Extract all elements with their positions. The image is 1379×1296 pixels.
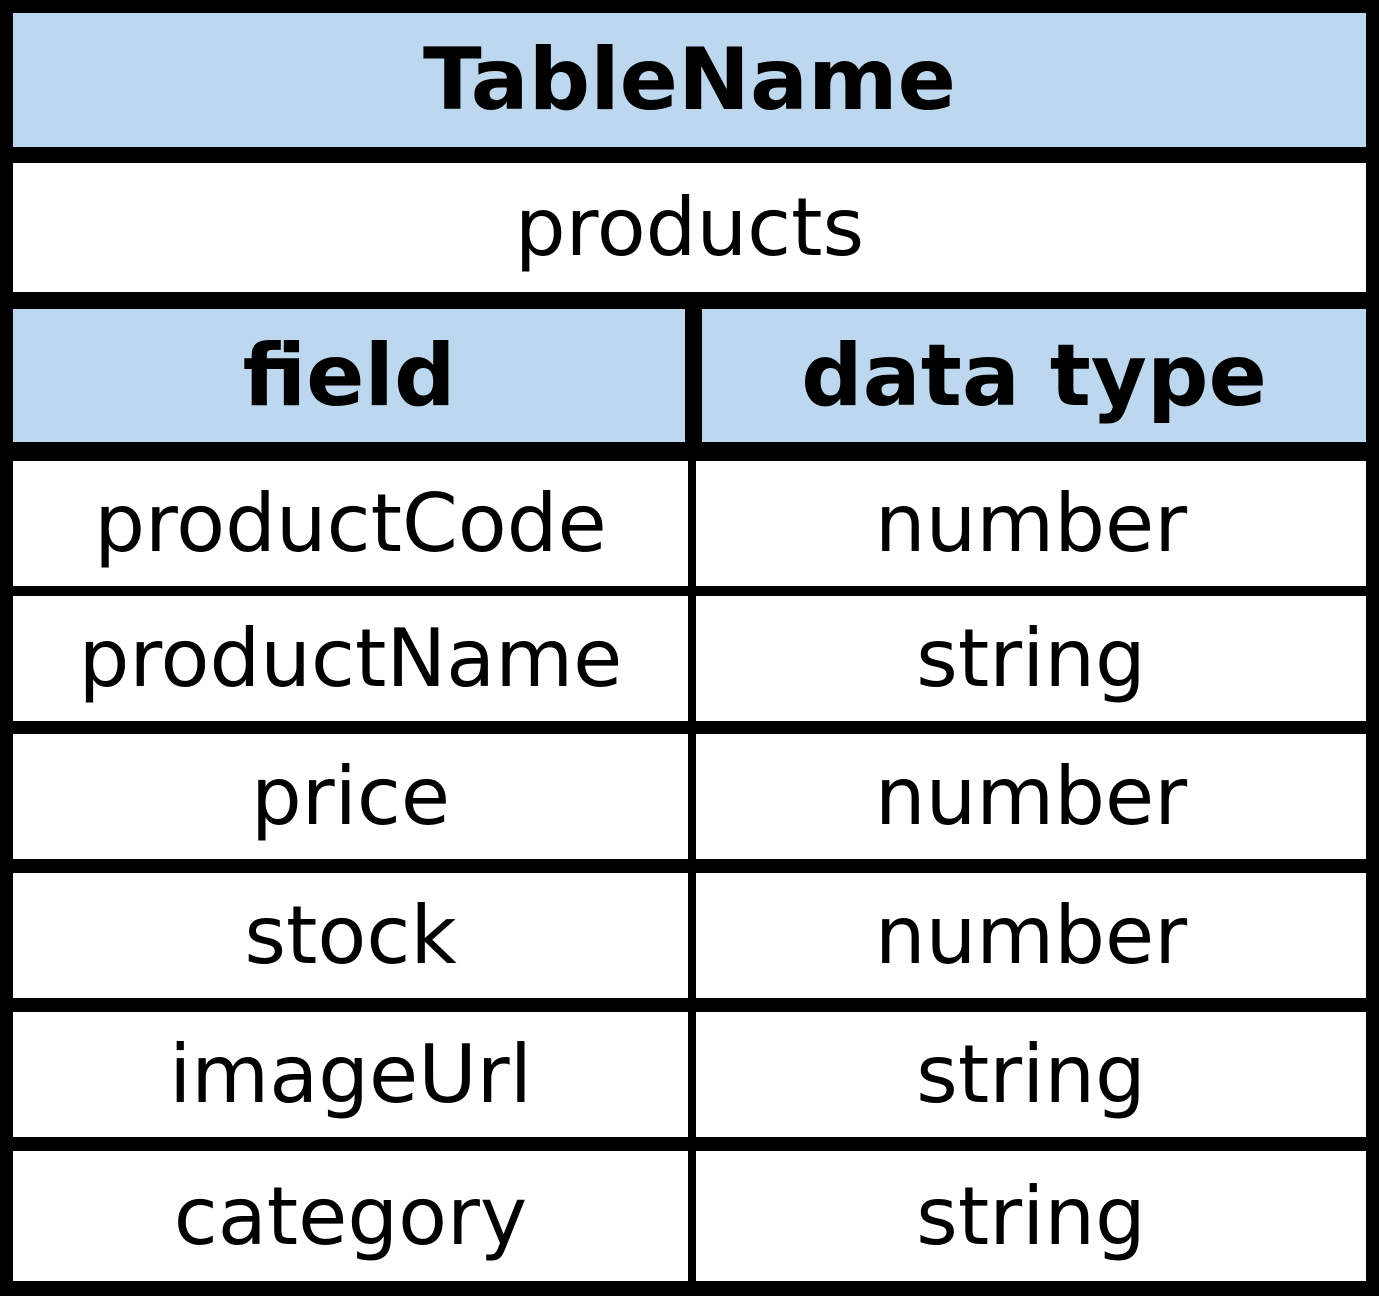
table-row-type: string: [696, 1151, 1366, 1281]
table-title: TableName: [13, 13, 1366, 147]
table-row-type: string: [696, 596, 1366, 721]
table-row-field: category: [13, 1151, 688, 1281]
table-row-type: number: [696, 734, 1366, 859]
table-row-field: price: [13, 734, 688, 859]
table-row-type: number: [696, 461, 1366, 586]
table-row-field: productCode: [13, 461, 688, 586]
table-name: products: [13, 163, 1366, 292]
table-row-type: number: [696, 873, 1366, 998]
column-header-data-type: data type: [702, 309, 1366, 442]
table-row-field: productName: [13, 596, 688, 721]
table-row-field: imageUrl: [13, 1012, 688, 1137]
table-row-type: string: [696, 1012, 1366, 1137]
table-row-field: stock: [13, 873, 688, 998]
column-header-field: field: [13, 309, 685, 442]
